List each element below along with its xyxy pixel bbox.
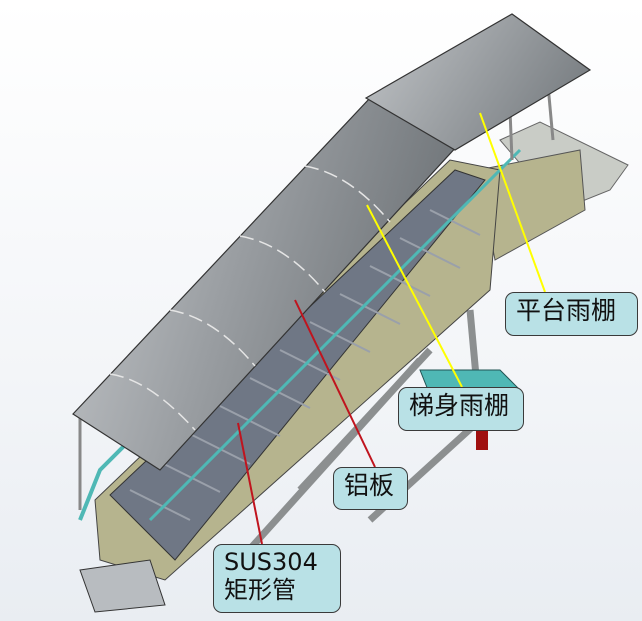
callout-aluminum-plate: 铝板 <box>333 467 408 510</box>
callout-stair-canopy: 梯身雨棚 <box>398 387 524 431</box>
callout-text-line1: SUS304 <box>224 548 318 576</box>
callout-text: 铝板 <box>344 471 395 500</box>
arrow-stair-canopy <box>366 204 463 388</box>
platform-deck <box>477 121 629 261</box>
callout-platform-canopy: 平台雨棚 <box>505 292 638 336</box>
arrow-platform-canopy <box>479 112 546 293</box>
callout-text: 梯身雨棚 <box>409 391 510 420</box>
callout-text: 平台雨棚 <box>516 296 617 325</box>
arrow-rect-tube <box>237 422 263 545</box>
callout-arrows <box>237 112 546 545</box>
platform-canopy <box>364 13 592 161</box>
callout-text-line2: 矩形管 <box>224 575 296 604</box>
arrow-aluminum-plate <box>294 299 376 468</box>
